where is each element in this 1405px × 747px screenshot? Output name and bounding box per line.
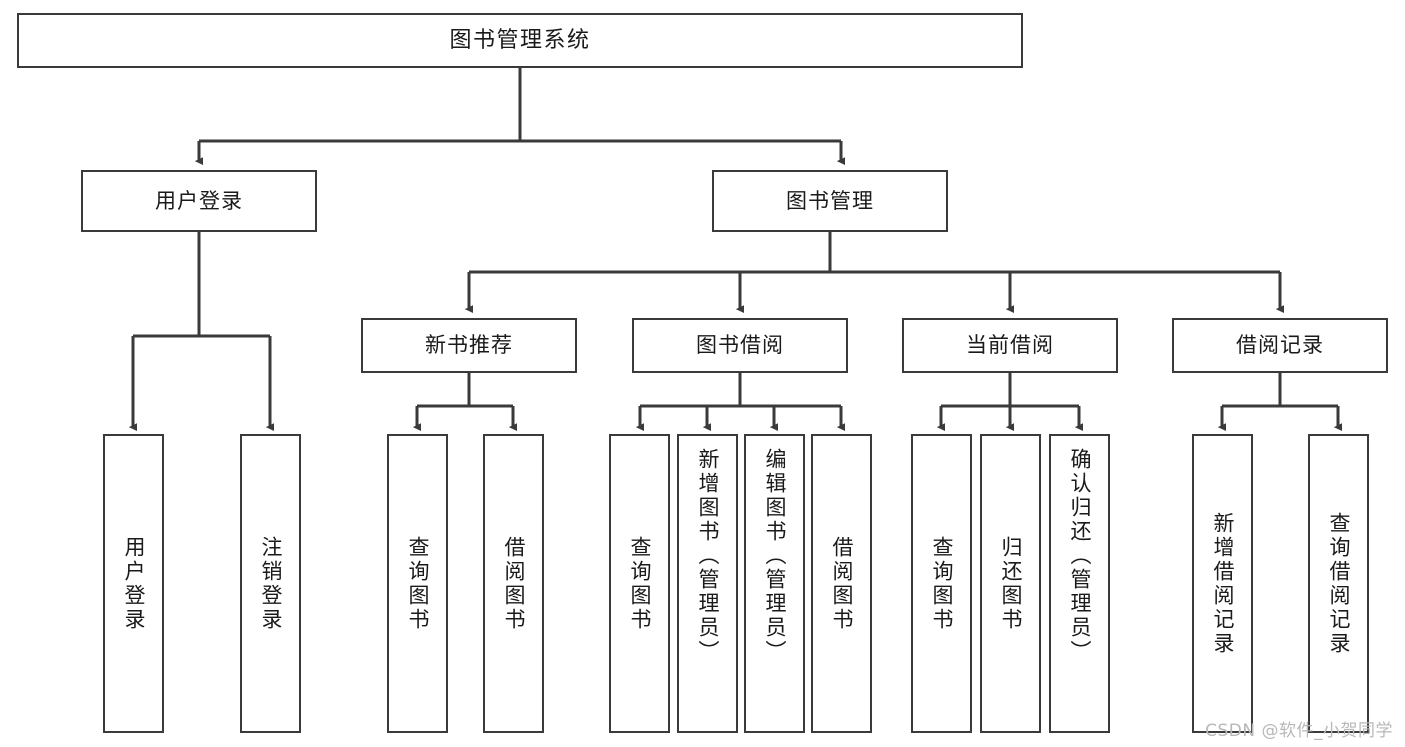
node-label: 图书管理: [786, 188, 874, 213]
node-label: 注销登录: [259, 535, 283, 632]
node-label: 查询图书: [628, 535, 652, 632]
node-label: 借阅记录: [1236, 333, 1324, 358]
leaf-borrow-record-query-record[interactable]: 查询借阅记录: [1308, 434, 1369, 733]
node-label: 确认归还（管理员）: [1068, 448, 1092, 664]
leaf-user-login-logout[interactable]: 注销登录: [240, 434, 301, 733]
node-book-borrow[interactable]: 图书借阅: [632, 318, 848, 373]
leaf-user-login-login[interactable]: 用户登录: [103, 434, 164, 733]
node-label: 查询图书: [930, 535, 954, 632]
node-label: 用户登录: [155, 188, 243, 213]
node-label: 新增借阅记录: [1211, 511, 1235, 656]
node-label: 借阅图书: [502, 535, 526, 632]
leaf-book-borrow-borrow-book[interactable]: 借阅图书: [811, 434, 872, 733]
node-label: 借阅图书: [830, 535, 854, 632]
leaf-book-borrow-edit-book-admin[interactable]: 编辑图书（管理员）: [744, 434, 805, 733]
leaf-new-book-query-book[interactable]: 查询图书: [387, 434, 448, 733]
node-label: 用户登录: [122, 535, 146, 632]
leaf-current-borrow-return-book[interactable]: 归还图书: [980, 434, 1041, 733]
leaf-current-borrow-query-book[interactable]: 查询图书: [911, 434, 972, 733]
leaf-new-book-borrow-book[interactable]: 借阅图书: [483, 434, 544, 733]
node-borrow-record[interactable]: 借阅记录: [1172, 318, 1388, 373]
node-label: 新书推荐: [425, 333, 513, 358]
csdn-watermark: CSDN @软件_小贺同学: [1205, 721, 1393, 741]
node-label: 查询图书: [406, 535, 430, 632]
node-new-book-recommend[interactable]: 新书推荐: [361, 318, 577, 373]
node-root-book-management-system[interactable]: 图书管理系统: [17, 13, 1023, 68]
node-book-management[interactable]: 图书管理: [712, 170, 948, 232]
node-label: 查询借阅记录: [1327, 511, 1351, 656]
node-label: 图书借阅: [696, 333, 784, 358]
node-label: 当前借阅: [966, 333, 1054, 358]
node-label: 归还图书: [999, 535, 1023, 632]
leaf-book-borrow-query-book[interactable]: 查询图书: [609, 434, 670, 733]
node-user-login[interactable]: 用户登录: [81, 170, 317, 232]
node-label: 图书管理系统: [449, 27, 591, 53]
node-label: 编辑图书（管理员）: [763, 448, 787, 664]
leaf-borrow-record-add-record[interactable]: 新增借阅记录: [1192, 434, 1253, 733]
node-label: 新增图书（管理员）: [696, 448, 720, 664]
node-current-borrow[interactable]: 当前借阅: [902, 318, 1118, 373]
leaf-book-borrow-add-book-admin[interactable]: 新增图书（管理员）: [677, 434, 738, 733]
leaf-current-borrow-confirm-return-admin[interactable]: 确认归还（管理员）: [1049, 434, 1110, 733]
